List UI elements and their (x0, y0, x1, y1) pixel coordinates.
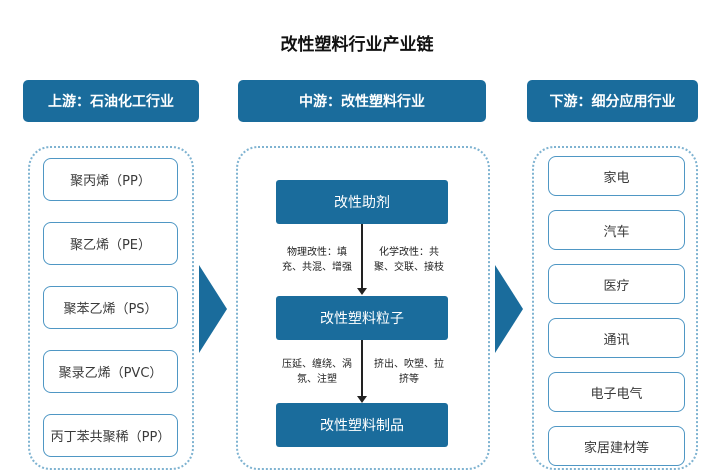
upstream-item-pp: 聚丙烯（PP） (43, 158, 178, 201)
downstream-item-medical: 医疗 (548, 264, 685, 304)
note-chemical-modification: 化学改性：共聚、交联、接枝 (374, 247, 444, 273)
downstream-item-electronics: 电子电气 (548, 372, 685, 412)
connector-2 (361, 340, 363, 396)
connector-1-head (357, 288, 367, 295)
step-modified-products: 改性塑料制品 (276, 403, 448, 447)
connector-2-head (357, 396, 367, 403)
connector-1 (361, 224, 363, 288)
note-processing-right: 挤出、吹塑、拉挤等 (374, 359, 444, 385)
downstream-item-building: 家居建材等 (548, 426, 685, 466)
downstream-item-automotive: 汽车 (548, 210, 685, 250)
upstream-item-abs: 丙丁苯共聚稀（PP） (43, 414, 178, 457)
flow-arrow-2 (495, 265, 523, 353)
downstream-item-appliances: 家电 (548, 156, 685, 196)
note-physical-modification: 物理改性：填充、共混、增强 (282, 247, 352, 273)
step-modified-pellets: 改性塑料粒子 (276, 296, 448, 340)
note-processing-left: 压延、缠绕、涡氛、注塑 (282, 359, 352, 385)
upstream-item-pvc: 聚录乙烯（PVC） (43, 350, 178, 393)
flow-arrow-1 (199, 265, 227, 353)
midstream-header: 中游：改性塑料行业 (238, 80, 486, 122)
upstream-item-ps: 聚苯乙烯（PS） (43, 286, 178, 329)
diagram-title: 改性塑料行业产业链 (280, 35, 434, 55)
upstream-header: 上游：石油化工行业 (23, 80, 199, 122)
upstream-item-pe: 聚乙烯（PE） (43, 222, 178, 265)
step-modifier-additive: 改性助剂 (276, 180, 448, 224)
downstream-item-telecom: 通讯 (548, 318, 685, 358)
downstream-header: 下游：细分应用行业 (527, 80, 698, 122)
